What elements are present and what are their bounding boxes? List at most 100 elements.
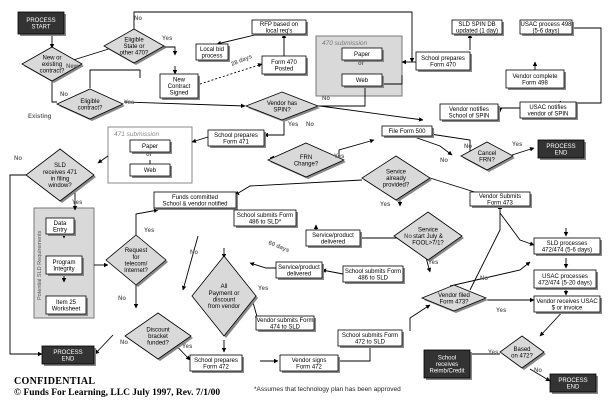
node-label: USAC process 498(5-6 days) — [520, 22, 572, 35]
connector-label-existing: Existing — [28, 114, 52, 120]
connector-label-no-472: No — [534, 368, 542, 374]
connector-label-yes-all: Yes — [258, 286, 269, 292]
connector-label-no-sld: No — [14, 156, 22, 162]
svg-text:470 submission: 470 submission — [322, 40, 368, 47]
connector-label-yes-473: Yes — [496, 308, 507, 314]
node-vendor-receives-usac: Vendor receives USAC$ or invoice — [533, 295, 602, 314]
footer-note: *Assumes that technology plan has been a… — [254, 386, 401, 393]
connector-label-no-frn: No — [306, 122, 314, 128]
connector-label-no-disc: No — [120, 340, 128, 346]
connector-label-no-top: No — [134, 16, 142, 22]
connector-label-or-470: or — [358, 61, 365, 67]
footer-copyright: © Funds For Learning, LLC July 1997, Rev… — [14, 388, 221, 398]
connector-label-sixty-days: 60 days — [267, 240, 290, 254]
connector-label-no-spin: No — [322, 96, 330, 102]
node-file-form-500: File Form 500 — [381, 125, 434, 138]
connector-label-no-cancel: No — [464, 144, 472, 150]
node-label: Web — [356, 78, 369, 84]
node-label: Paper — [142, 144, 158, 150]
connector-label-no-all: No — [190, 250, 198, 256]
connector-label-no-service: No — [440, 158, 448, 164]
connector-label-yes-sld: Yes — [72, 200, 83, 206]
connector-label-yes-req: Yes — [144, 228, 155, 234]
connector-label-yes-contract: Yes — [124, 100, 135, 106]
node-paper-471: Paper — [129, 139, 172, 154]
node-web-471: Web — [129, 163, 172, 178]
connector-label-no-start: No — [404, 234, 412, 240]
footer-confidential: CONFIDENTIAL — [14, 376, 96, 387]
svg-text:471 submission: 471 submission — [114, 131, 160, 138]
connector-label-or-471: or — [146, 152, 153, 158]
connector-label-twenty-eight-days: 28 days — [231, 54, 254, 68]
connector-label-yes-cancel: Yes — [512, 142, 523, 148]
connector-label-no-contract: No — [60, 92, 68, 98]
node-label: Web — [144, 168, 157, 174]
connector-label-yes-472: Yes — [488, 350, 499, 356]
